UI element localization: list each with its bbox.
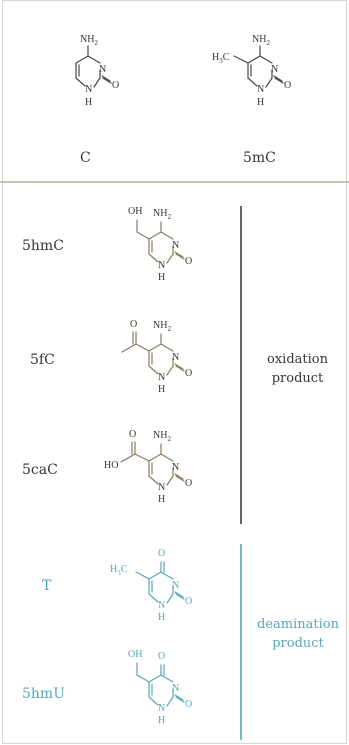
hmc-o-atom: O <box>185 256 192 267</box>
thymine-o-atom: O <box>185 596 192 607</box>
hmc-h-atom: H <box>158 272 165 283</box>
cac-structure: O HO NH2 N N H O <box>104 429 192 505</box>
cac-n3-atom: N <box>172 462 179 473</box>
fc-nh2-atom: NH2 <box>153 320 171 333</box>
thymine-o4-atom: O <box>158 548 165 559</box>
hmc-oh-atom: OH <box>128 206 142 217</box>
fc-h-atom: H <box>158 384 165 395</box>
fc-structure: O NH2 N N H O <box>121 319 192 395</box>
deamination-caption: deamination product <box>248 615 348 653</box>
methylcytosine-n1-atom: N <box>257 84 264 95</box>
cytosine-label: C <box>80 150 91 166</box>
oxidation-caption-line2: product <box>271 371 324 386</box>
section-divider <box>0 181 349 183</box>
fc-o-atom: O <box>185 368 192 379</box>
hmu-oh-atom: OH <box>128 649 142 660</box>
cac-nh2-atom: NH2 <box>153 430 171 443</box>
hmc-n3-atom: N <box>172 240 179 251</box>
hmu-o4-atom: O <box>158 651 165 662</box>
thymine-h-atom: H <box>158 612 165 623</box>
thymine-n1-atom: N <box>158 600 165 611</box>
cac-h-atom: H <box>158 494 165 505</box>
fc-n1-atom: N <box>158 372 165 383</box>
oxidation-caption: oxidation product <box>250 350 345 388</box>
hmc-n1-atom: N <box>158 260 165 271</box>
hmu-o-atom: O <box>185 699 192 710</box>
oxidation-caption-line1: oxidation <box>267 352 328 367</box>
fc-label: 5fC <box>30 352 55 368</box>
cytosine-structure: NH2 N N H O <box>75 34 119 108</box>
cytosine-n1-atom: N <box>85 84 92 95</box>
deamination-bracket <box>240 544 242 740</box>
methylcytosine-structure: H3C NH2 N N H O <box>212 34 291 108</box>
cac-n1-atom: N <box>158 482 165 493</box>
oxidation-bracket <box>240 206 242 524</box>
cytosine-h-atom: H <box>85 97 92 108</box>
hmu-n3-atom: N <box>172 683 179 694</box>
hmc-structure: OH NH2 N N H O <box>128 206 192 283</box>
methylcytosine-methyl-atom: H3C <box>212 52 230 65</box>
fc-n3-atom: N <box>172 352 179 363</box>
hmu-h-atom: H <box>158 715 165 726</box>
hmc-nh2-atom: NH2 <box>153 208 171 221</box>
cac-carboxyl-o-atom: O <box>129 429 136 440</box>
thymine-n3-atom: N <box>172 580 179 591</box>
methylcytosine-o-atom: O <box>284 80 291 91</box>
cac-ho-atom: HO <box>104 460 118 471</box>
methylcytosine-h-atom: H <box>257 97 264 108</box>
methylcytosine-n3-atom: N <box>271 64 278 75</box>
cytosine-o-atom: O <box>112 80 119 91</box>
thymine-methyl-atom: H3C <box>110 564 128 577</box>
thymine-label: T <box>42 578 52 594</box>
hmu-n1-atom: N <box>158 703 165 714</box>
deamination-caption-line2: product <box>272 636 324 651</box>
methylcytosine-nh2-atom: NH2 <box>252 34 270 47</box>
deamination-caption-line1: deamination <box>257 617 339 632</box>
hmu-structure: OH O N N H O <box>128 649 192 726</box>
cac-label: 5caC <box>22 462 58 478</box>
fc-formyl-o-atom: O <box>130 319 137 330</box>
cytosine-nh2-atom: NH2 <box>80 34 98 47</box>
hmu-label: 5hmU <box>22 686 65 702</box>
methylcytosine-label: 5mC <box>243 150 276 166</box>
cac-o-atom: O <box>185 478 192 489</box>
thymine-structure: O H3C N N H O <box>110 548 192 623</box>
hmc-label: 5hmC <box>22 238 64 254</box>
cytosine-n3-atom: N <box>99 64 106 75</box>
